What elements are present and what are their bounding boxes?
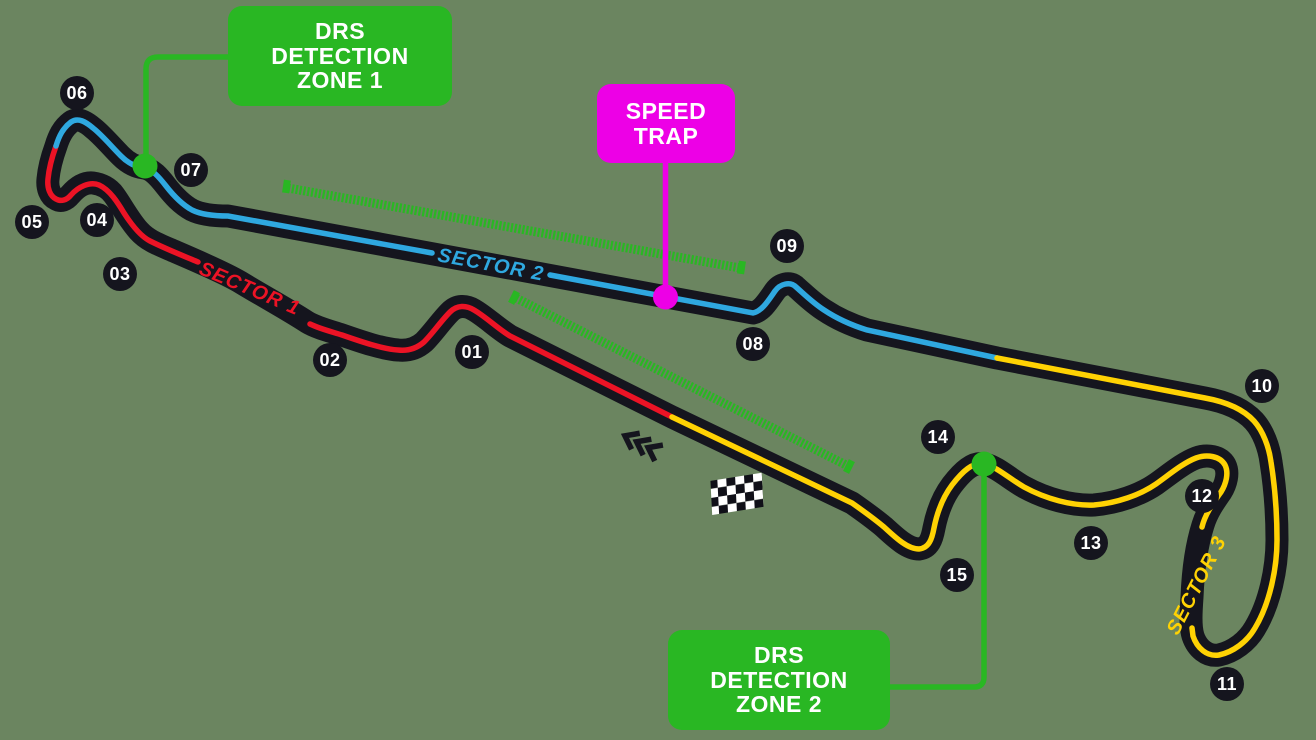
drs-detection-zone-2-callout: DRS DETECTION ZONE 2 [668, 630, 890, 730]
drs-zone-cap-end-1 [737, 260, 746, 275]
turn-number: 10 [1251, 376, 1272, 396]
callout-line: ZONE 2 [735, 691, 823, 718]
turn-number: 03 [109, 264, 130, 284]
turn-number: 07 [180, 160, 201, 180]
drs-zone-cap-end-2 [843, 459, 855, 474]
turn-number: 13 [1080, 533, 1101, 553]
turn-marker-15: 15 [940, 558, 974, 592]
turn-marker-02: 02 [313, 343, 347, 377]
turn-number: 04 [86, 210, 107, 230]
turn-number: 08 [742, 334, 763, 354]
turn-number: 02 [319, 350, 340, 370]
sector3-line-a [994, 355, 1280, 658]
drs-zone-cap-start-2 [508, 290, 520, 305]
callout-line: DRS [314, 18, 366, 45]
callout-line: DRS [753, 642, 805, 669]
turn-marker-08: 08 [736, 327, 770, 361]
turn-marker-10: 10 [1245, 369, 1279, 403]
sector3-line-b [669, 414, 1230, 552]
direction-arrows-icon [620, 430, 664, 463]
drs-detection-point-1 [132, 153, 158, 179]
track-outline [36, 108, 1289, 667]
turn-number: 11 [1217, 674, 1237, 694]
drs-detection-point-2 [971, 451, 997, 477]
turn-marker-06: 06 [60, 76, 94, 110]
callout-line: SPEED [625, 98, 707, 125]
drs-detection-zone-1-callout: DRS DETECTION ZONE 1 [228, 6, 452, 106]
callout-line: DETECTION [271, 42, 409, 69]
drs-zone-dashes-main-straight [513, 293, 851, 471]
turn-marker-14: 14 [921, 420, 955, 454]
turn-number: 01 [461, 342, 482, 362]
turn-marker-01: 01 [455, 335, 489, 369]
sector1-line-a [307, 303, 675, 420]
turn-marker-12: 12 [1185, 479, 1219, 513]
turn-marker-04: 04 [80, 203, 114, 237]
turn-marker-09: 09 [770, 229, 804, 263]
drs2-connector-line [888, 476, 987, 690]
turn-marker-03: 03 [103, 257, 137, 291]
turn-number: 05 [21, 212, 42, 232]
speed-trap-point [653, 284, 678, 310]
drs-zone-cap-start-1 [282, 179, 291, 194]
turn-marker-05: 05 [15, 205, 49, 239]
sector2-label: SECTOR 2 [436, 244, 546, 285]
sector1-label: SECTOR 1 [196, 258, 304, 320]
turn-marker-11: 11 [1210, 667, 1244, 701]
turn-number: 14 [927, 427, 948, 447]
sector2-line-b [547, 272, 1000, 361]
turn-number: 06 [66, 83, 87, 103]
callout-line: DETECTION [710, 666, 848, 693]
turn-number: 15 [946, 565, 967, 585]
turn-marker-13: 13 [1074, 526, 1108, 560]
callout-line: TRAP [633, 122, 699, 149]
speed-trap-callout: SPEED TRAP [597, 84, 735, 163]
turn-marker-07: 07 [174, 153, 208, 187]
sector1-line-b [45, 143, 201, 265]
drs1-connector-line [143, 54, 232, 156]
turn-number: 09 [776, 236, 797, 256]
turn-number: 12 [1191, 486, 1212, 506]
checkered-flag-icon [710, 472, 764, 515]
callout-line: ZONE 1 [296, 67, 384, 94]
